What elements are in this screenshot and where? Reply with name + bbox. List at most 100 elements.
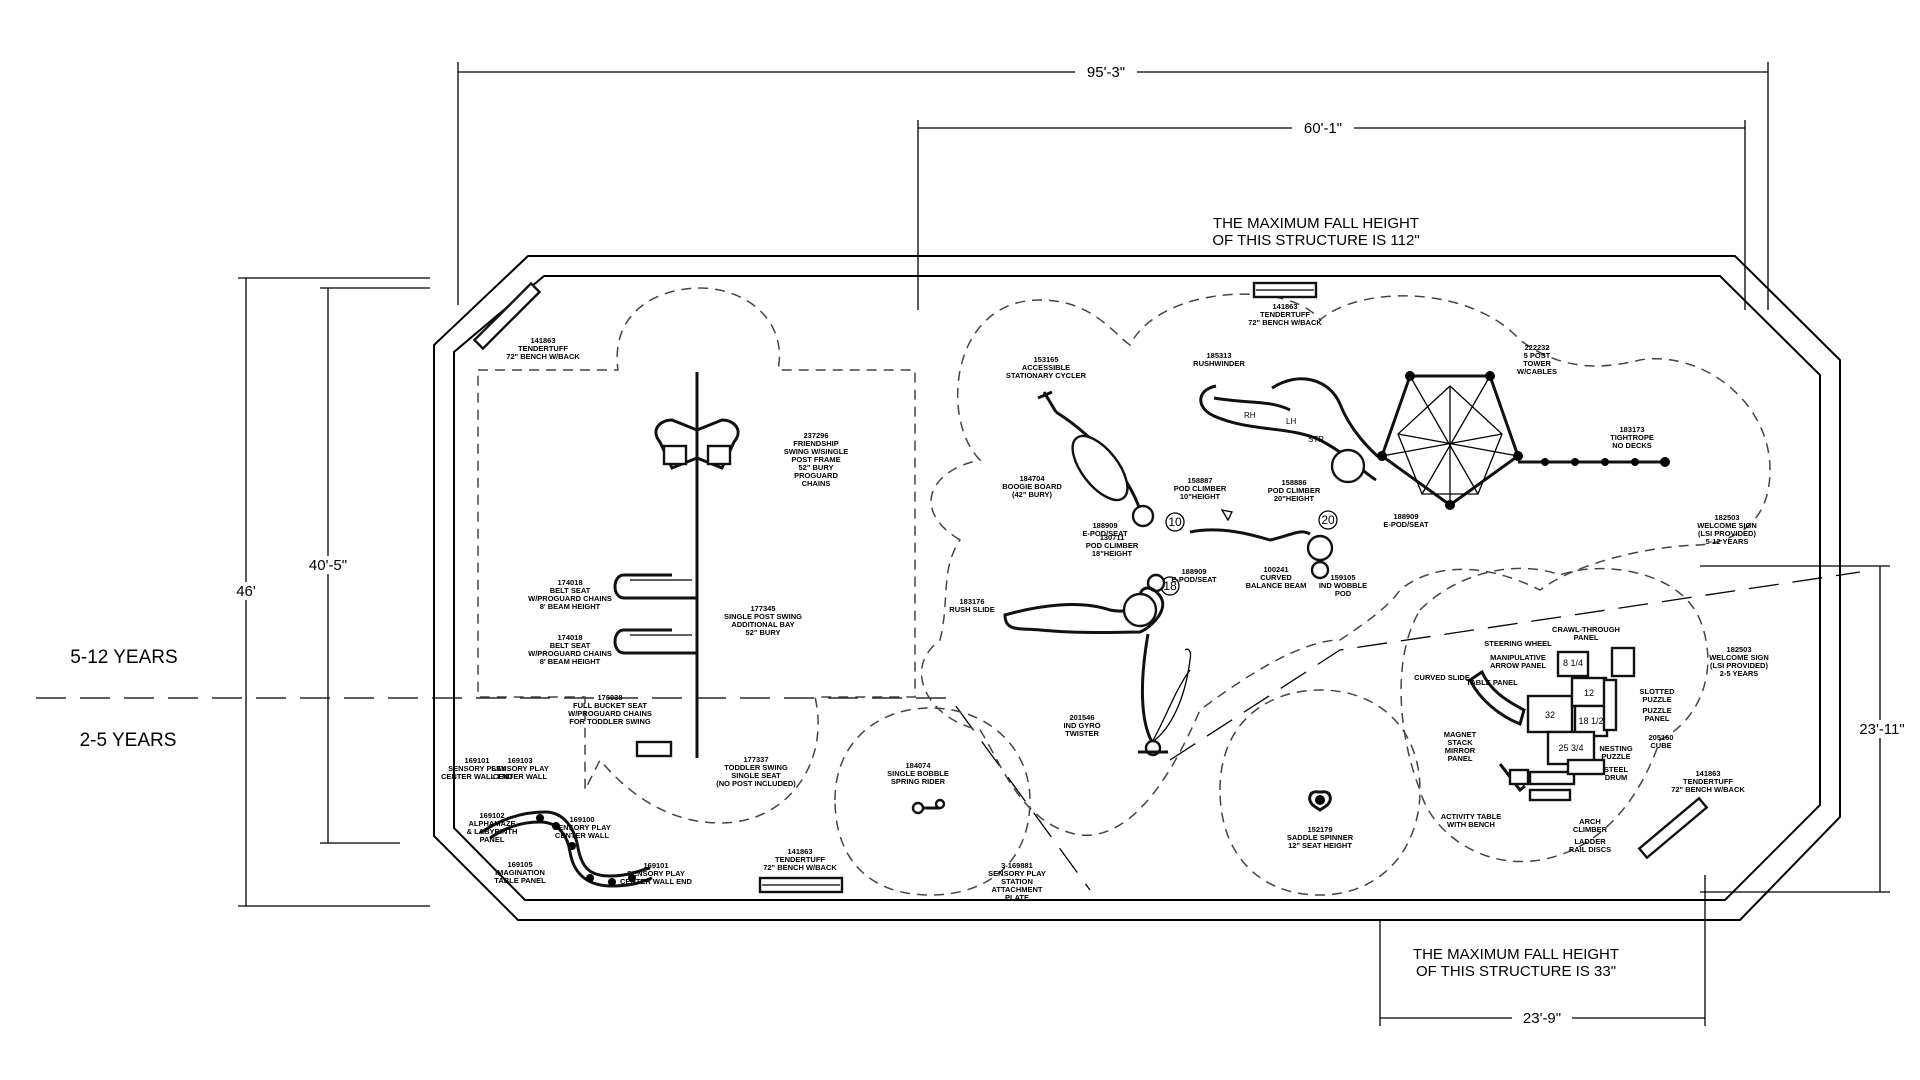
age-group-upper-label: 5-12 YEARS (70, 647, 177, 668)
callout-line: POST FRAME (791, 455, 840, 464)
callout-line: 185313 (1206, 351, 1231, 360)
dimension-right-depth-label: 23'-11" (1859, 721, 1904, 738)
callout-line: ATTACHMENT (992, 885, 1043, 894)
callout-line: 183176 (959, 597, 984, 606)
callout-line: PANEL (480, 835, 505, 844)
callout-line: CRAWL-THROUGH (1552, 625, 1620, 634)
callout-line: MIRROR (1445, 746, 1476, 755)
callout-line: 12" SEAT HEIGHT (1288, 841, 1352, 850)
callout-line: 176038 (597, 693, 622, 702)
deck-height-5: 25 3/4 (1558, 743, 1583, 753)
callout-line: BELT SEAT (550, 641, 591, 650)
bench-right (1637, 796, 1709, 860)
dimension-lower-width-label: 23'-9" (1523, 1010, 1561, 1027)
callout-line: PUZZLE (1642, 706, 1671, 715)
callout-line: POD CLIMBER (1086, 541, 1139, 550)
callout-line: 141863 (1695, 769, 1720, 778)
callout-line: BELT SEAT (550, 586, 591, 595)
callout-line: 3-169881 (1001, 861, 1033, 870)
callout-line: WITH BENCH (1447, 820, 1495, 829)
callout-line: 182503 (1714, 513, 1739, 522)
callout-table-panel: TABLE PANEL (1466, 678, 1518, 687)
callout-line: 177345 (750, 604, 775, 613)
callout-line: DRUM (1605, 773, 1628, 782)
callout-line: E-POD/SEAT (1383, 520, 1429, 529)
callout-line: IND WOBBLE (1319, 581, 1367, 590)
pod-marker-18: 18 (1163, 579, 1177, 593)
callout-line: SLOTTED (1640, 687, 1676, 696)
callout-line: TENDERTUFF (1683, 777, 1733, 786)
deck-height-2: 32 (1545, 710, 1555, 720)
callout-line: SWING W/SINGLE (784, 447, 849, 456)
callout-line: TENDERTUFF (775, 855, 825, 864)
bench-bottom (758, 876, 844, 894)
callout-line: SINGLE POST SWING (724, 612, 802, 621)
callout-line: 169101 (643, 861, 668, 870)
callout-line: 100241 (1263, 565, 1288, 574)
callout-line: 152179 (1307, 825, 1332, 834)
callout-line: CENTER WALL (493, 772, 548, 781)
callout-line: 10"HEIGHT (1180, 492, 1221, 501)
callout-line: IND GYRO (1063, 721, 1100, 730)
spring-rider (911, 798, 946, 815)
callout-line: STATION (1001, 877, 1033, 886)
age-group-divider (36, 571, 1861, 891)
callout-line: 159105 (1330, 573, 1355, 582)
callout-line: 5-12 YEARS (1706, 537, 1749, 546)
callout-line: SADDLE SPINNER (1287, 833, 1354, 842)
callout-line: 153165 (1033, 355, 1058, 364)
callout-line: 201546 (1069, 713, 1094, 722)
callout-line: 177337 (743, 755, 768, 764)
callout-line: 169102 (479, 811, 504, 820)
callout-line: ADDITIONAL BAY (731, 620, 794, 629)
use-zone-spring-rider (834, 707, 1031, 896)
callout-line: 141863 (530, 336, 555, 345)
callout-line: (LSI PROVIDED) (1698, 529, 1756, 538)
dimension-overall-depth-label: 46' (236, 583, 256, 600)
callout-line: W/PROGUARD CHAINS (528, 649, 612, 658)
callout-line: CURVED (1260, 573, 1292, 582)
callout-line: STEEL (1604, 765, 1629, 774)
callout-line: W/CABLES (1517, 367, 1557, 376)
callout-line: 184704 (1019, 474, 1045, 483)
use-zone-swings (477, 287, 916, 824)
callout-line: PANEL (1574, 633, 1599, 642)
callout-line: E-POD/SEAT (1171, 575, 1217, 584)
deck-height-1: 8 1/4 (1563, 658, 1583, 668)
callout-line: ACTIVITY TABLE (1441, 812, 1502, 821)
callout-line: 183173 (1619, 425, 1644, 434)
callout-line: 8' BEAM HEIGHT (540, 602, 601, 611)
callout-line: PROGUARD (794, 471, 838, 480)
callout-line: CENTER WALL END (441, 772, 514, 781)
callout-line: 141863 (787, 847, 812, 856)
deck-height-4: 18 1/2 (1578, 716, 1603, 726)
pod-climbers: 10 18 20 (1146, 509, 1338, 596)
callout-line: & LABYRINTH (467, 827, 518, 836)
fall-height-note-top-line2: OF THIS STRUCTURE IS 112" (1212, 232, 1419, 249)
dimension-overall-depth: 46' (234, 277, 430, 907)
callout-line: PUZZLE (1601, 752, 1630, 761)
callout-line: TOWER (1523, 359, 1551, 368)
callout-line: SENSORY PLAY (988, 869, 1046, 878)
callout-line: PLATE (1005, 893, 1029, 902)
callout-line: CURVED SLIDE (1414, 673, 1470, 682)
